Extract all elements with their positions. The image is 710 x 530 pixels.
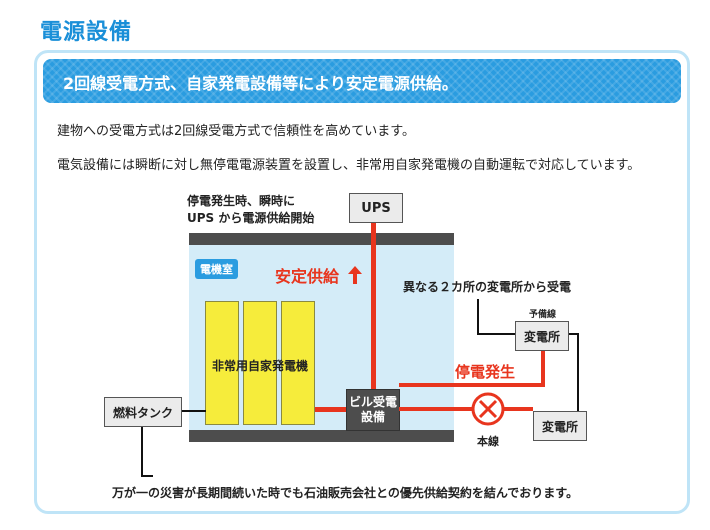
building-substation-box: ビル受電 設備 — [346, 389, 400, 431]
reserve-line-horizontal — [399, 383, 545, 387]
stable-supply-text: 安定供給 — [275, 267, 340, 286]
power-room-badge: 電機室 — [195, 259, 238, 279]
ups-supply-line — [371, 223, 376, 393]
main-line-left — [399, 407, 473, 411]
ups-note-line2: UPS から電源供給開始 — [187, 211, 315, 225]
ups-note: 停電発生時、瞬時に UPS から電源供給開始 — [187, 193, 314, 227]
main-line-feed — [577, 333, 579, 411]
reserve-line-label: 予備線 — [529, 310, 557, 320]
outage-x-icon — [471, 392, 505, 426]
card-header-title: 2回線受電方式、自家発電設備等により安定電源供給。 — [63, 74, 458, 93]
paragraph-receiving-method: 建物への受電方式は2回線受電方式で信頼性を高めています。 — [57, 124, 415, 139]
outage-label: 停電発生 — [455, 363, 516, 381]
building-top-bar — [189, 233, 454, 245]
fuel-tank-line-down — [141, 427, 143, 477]
two-substations-note: 異なる２カ所の変電所から受電 — [403, 280, 572, 294]
main-line-right — [503, 407, 533, 411]
card-header: 2回線受電方式、自家発電設備等により安定電源供給。 — [43, 59, 681, 103]
fuel-tank-box: 燃料タンク — [104, 397, 182, 427]
building-substation-line1: ビル受電 — [348, 395, 397, 409]
generator-unit-1 — [205, 301, 239, 425]
note-leader-vertical — [477, 299, 479, 335]
generator-unit-3 — [281, 301, 315, 425]
building-bottom-bar — [189, 430, 454, 442]
note-leader-horizontal — [477, 333, 515, 335]
generator-feed-line — [315, 407, 347, 412]
building-substation-line2: 設備 — [360, 410, 385, 424]
generator-unit-2 — [243, 301, 277, 425]
info-card: 2回線受電方式、自家発電設備等により安定電源供給。 建物への受電方式は2回線受電… — [34, 50, 690, 514]
arrow-up-icon — [347, 266, 362, 284]
fuel-tank-line-bottom — [141, 475, 153, 477]
stable-supply-label: 安定供給 — [275, 263, 362, 287]
main-line-label: 本線 — [477, 435, 499, 448]
bottom-note: 万が一の災害が長期間続いた時でも石油販売会社との優先供給契約を結んでおります。 — [112, 486, 579, 500]
ups-box: UPS — [349, 193, 403, 223]
main-line-feed-top — [569, 333, 579, 335]
substation-reserve-box: 変電所 — [515, 321, 569, 351]
ups-note-line1: 停電発生時、瞬時に — [187, 194, 296, 208]
reserve-line-vertical — [541, 351, 545, 387]
substation-main-box: 変電所 — [533, 411, 587, 441]
generator-label: 非常用自家発電機 — [211, 359, 308, 373]
section-title: 電源設備 — [40, 20, 133, 45]
fuel-tank-line-horizontal — [182, 410, 206, 412]
paragraph-ups-generator: 電気設備には瞬断に対し無停電電源装置を設置し、非常用自家発電機の自動運転で対応し… — [57, 158, 641, 173]
